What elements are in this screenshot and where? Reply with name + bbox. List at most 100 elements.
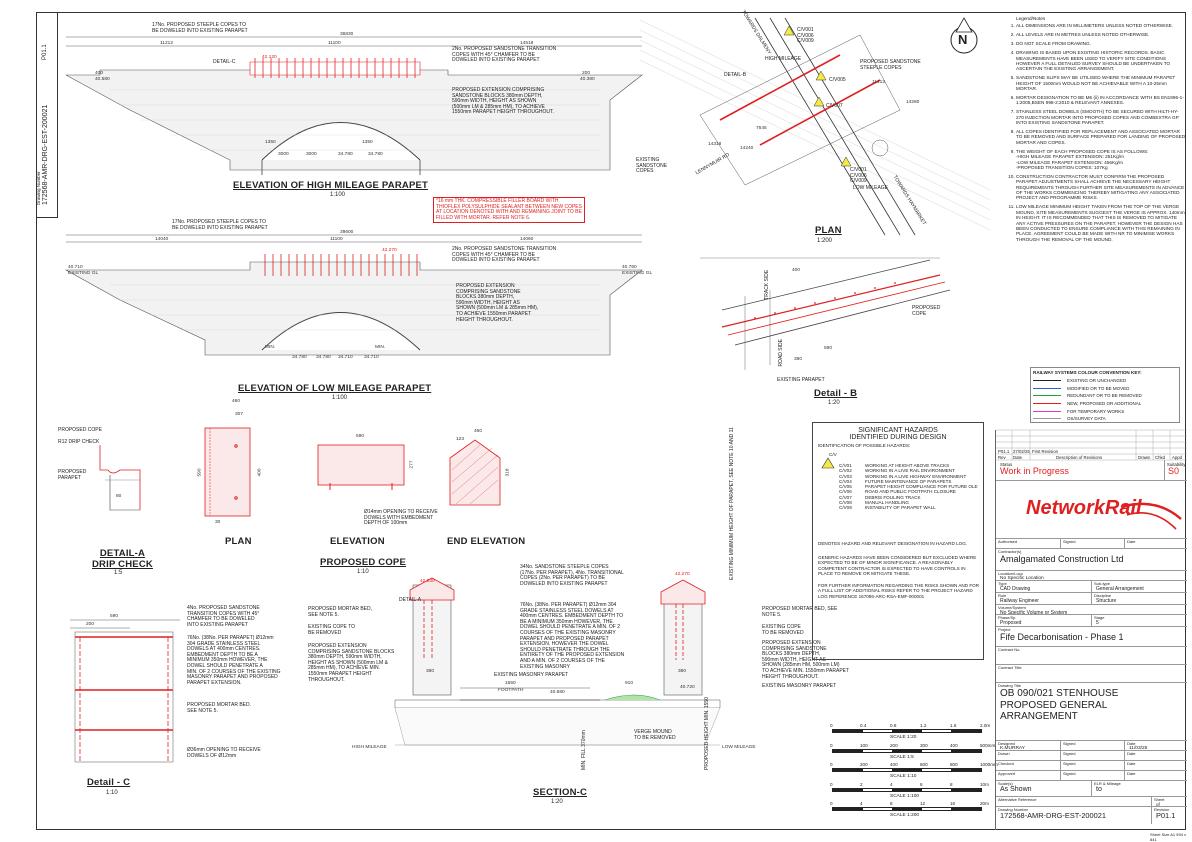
colour-key-heading: RAILWAY SYSTEMS COLOUR CONVENTION KEY: (1033, 370, 1142, 375)
tb-alt-ref-label: Alternative Reference (998, 797, 1037, 802)
colour-key-label: REDUNDANT OR TO BE REMOVED (1067, 393, 1142, 399)
scale-tick-label: 500mm (980, 742, 996, 748)
tb-alt-ref: Alternative Reference (996, 796, 1151, 806)
tb-subtype-value: General Arrangement (1096, 586, 1144, 592)
eh-dim-min-l: 1350 (265, 140, 276, 145)
sc-label-existing-cope-r: EXISTING COPE TO BE REMOVED (762, 624, 804, 636)
sc-dim-380-l: 380 (426, 669, 435, 674)
tb-phase-label: Phase/Sp (998, 615, 1016, 620)
detail-c-scale: 1:10 (106, 790, 118, 796)
scale-tick-label: 0.4 (860, 723, 867, 728)
rev-row-desc: First Revision (1032, 449, 1059, 454)
hazard-item: WORKING AT HEIGHT ABOVE TRACKS (865, 463, 950, 468)
sc-label-masonry-r: EXISTING MASONRY PARAPET (762, 683, 837, 689)
dc-label-dowels: 76No. (38No. PER PARAPET) Ø12mm 304 GRAD… (187, 635, 281, 686)
colour-key: RAILWAY SYSTEMS COLOUR CONVENTION KEY: E… (1030, 367, 1180, 423)
plan-cv-bottom: C/V001 C/V006 C/V009 (850, 167, 867, 185)
note-item: ALL DIMENSIONS ARE IN MILLIMETERS UNLESS… (1016, 23, 1186, 28)
scale-tick-label: 300 (920, 742, 928, 748)
tb-approved: Approved (996, 770, 1060, 780)
detail-b-existing-parapet: EXISTING PARAPET (777, 377, 825, 383)
detail-b-title: Detail - B (814, 388, 858, 399)
scale-bar (832, 787, 982, 792)
sc-dim-910: 910 (625, 681, 634, 686)
colour-swatch (1033, 403, 1061, 405)
plan-scale: 1:200 (817, 238, 833, 244)
scale-tick-label: 1.6 (950, 723, 957, 728)
scale-tick-label: 200 (890, 742, 898, 748)
scale-tick-label: 20m (980, 801, 989, 806)
hazard-item: PARAPET HEIGHT COMPLIANCE FOR FUTURE OLE (865, 484, 978, 490)
tb-checked-date-label: Date (1127, 761, 1136, 766)
tb-drawn: Drawn (996, 750, 1060, 760)
suitability-value: S0 (1168, 466, 1180, 476)
networkrail-swoosh-icon (1120, 502, 1182, 530)
plan-high-mileage: HIGH MILEAGE (765, 56, 802, 62)
tb-auth-signed-label: Signed (1063, 539, 1076, 544)
tb-checked-signed: Signed (1060, 760, 1124, 770)
scale-bar (832, 807, 982, 811)
tb-stage-label: Stage (1094, 615, 1105, 620)
detail-a-scale: 1:5 (114, 570, 123, 576)
scale-bar-label: SCALE 1:100 (890, 793, 920, 799)
hazard-item: WORKING IN A LIVE RAIL ENVIRONMENT (865, 468, 955, 474)
hazard-item: INSTABILITY OF PARAPET WALL (865, 505, 936, 511)
scale-bar-segment (833, 788, 863, 791)
rev-h-chkd: Chkd (1155, 455, 1166, 460)
hazard-item: FUTURE MAINTENANCE OF PARAPETS (865, 478, 952, 484)
sc-label-copes: 34No. SANDSTONE STEEPLE COPES (17No. PER… (520, 564, 624, 587)
sc-dim-deck-l: 40.680 (550, 690, 565, 695)
el-red-note: *16 mm THK. COMPRESSIBLE FILLER BOARD WI… (433, 197, 585, 224)
tb-designed-date-label: Date (1127, 741, 1136, 746)
tb-revision-value: P01.1 (1156, 811, 1176, 820)
tb-checked-date: Date (1124, 760, 1187, 770)
tb-phase-value: Proposed (1000, 620, 1022, 626)
plan-low-mileage: LOW MILEAGE (853, 185, 889, 191)
tb-drawn-date: Date (1124, 750, 1187, 760)
scale-tick-label: 1.2 (920, 723, 927, 728)
scale-tick-label: 8 (890, 801, 893, 806)
el-dim-total: 39600 (340, 230, 354, 235)
tb-approved-signed-label: Signed (1063, 771, 1076, 776)
tb-approved-signed: Signed (1060, 770, 1124, 780)
sc-label-existing-cope-l: EXISTING COPE TO BE REMOVED (308, 624, 356, 636)
dc-dim-200: 200 (86, 622, 95, 627)
detail-b-dim-380: 380 (794, 357, 803, 362)
tb-auth-signed: Signed (1060, 538, 1124, 548)
plan-dim-5: 7645 (756, 126, 767, 131)
scale-bar-segment (892, 808, 922, 810)
scale-tick-label: 16 (950, 801, 956, 806)
tb-auth-date-label: Date (1127, 539, 1136, 544)
hazard-para2: GENERIC HAZARDS HAVE BEEN CONSIDERED BUT… (818, 555, 977, 576)
scale-bar-segment (833, 808, 863, 810)
tb-drawn-signed-label: Signed (1063, 751, 1076, 756)
hazard-code: C/V03 (839, 473, 852, 479)
networkrail-logo: NetworkRail (996, 480, 1187, 538)
scale-bar-segment (862, 769, 893, 771)
hazard-code: C/V05 (839, 484, 852, 490)
colour-swatch (1033, 387, 1061, 389)
plan-detail-b: DETAIL-B (724, 72, 747, 78)
eh-label-extension: PROPOSED EXTENSION COMPRISING SANDSTONE … (452, 87, 554, 116)
eh-label-transition: 2No. PROPOSED SANDSTONE TRANSITION COPES… (452, 46, 557, 64)
detail-a-parapet: PROPOSED PARAPET (58, 469, 87, 481)
tb-location-value: No Specific Location (1000, 576, 1044, 581)
scale-bar-segment (921, 769, 952, 771)
tb-scale: Scale(s)As Shown (996, 780, 1091, 796)
scale-bar-segment (892, 788, 922, 791)
dc-dim-590: 590 (110, 614, 119, 619)
sc-label-existing-height: EXISTING MINIMUM HEIGHT OF PARAPET, SEE … (729, 427, 735, 580)
tb-authorised: Authorised (996, 538, 1060, 548)
note-item: STAINLESS STEEL DOWELS (SMOOTH) TO BE SE… (1016, 109, 1186, 125)
hazard-item: ROAD AND PUBLIC FOOTPATH CLOSURE (865, 489, 956, 495)
